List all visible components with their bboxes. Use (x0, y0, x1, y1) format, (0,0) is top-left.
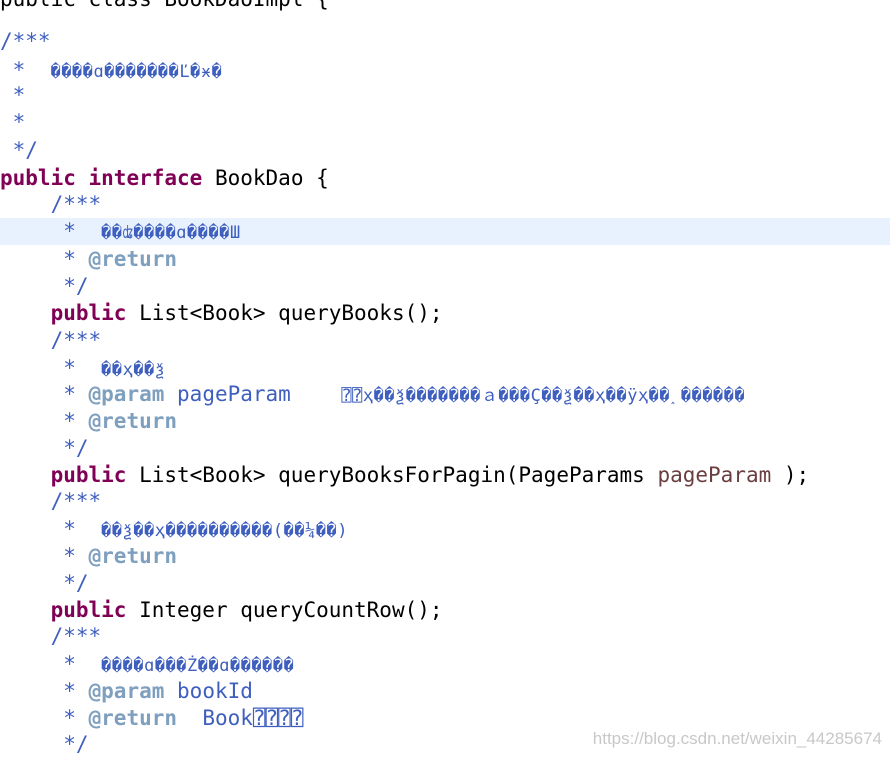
method-signature: List<Book> queryBooksForPagin(PageParams (139, 463, 658, 487)
javadoc-close: */ (0, 731, 890, 758)
method-signature: Integer queryCountRow(); (139, 598, 443, 622)
javadoc-param-line: * @param pageParam ⍰⍰ҳ��ѯ�������ａ���Ç��ѯ… (0, 381, 890, 408)
garbled-comment-text: ��ҳ��ѯ (101, 360, 166, 380)
javadoc-return-tag: @return (88, 247, 178, 271)
partial-line-text: public class BookDaoImpl { (0, 0, 329, 11)
garbled-comment-text: ⍰⍰ҳ��ѯ�������ａ���Ç��ѯ��ҳ��ÿҳ��˰������ (341, 386, 746, 406)
javadoc-prefix: * (0, 706, 89, 730)
javadoc-prefix: * (0, 247, 89, 271)
javadoc-return-line: * @return (0, 543, 890, 570)
javadoc-open: /*** (0, 28, 890, 55)
spacing (291, 382, 342, 406)
interface-name: BookDao (214, 166, 304, 190)
javadoc-open: /*** (0, 191, 890, 218)
javadoc-text: /*** (0, 489, 102, 513)
javadoc-text: */ (0, 571, 89, 595)
javadoc-text: /*** (0, 328, 102, 352)
javadoc-param-name: bookId (177, 679, 253, 703)
javadoc-open: /*** (0, 623, 890, 650)
keyword-public: public (50, 598, 127, 622)
javadoc-text: */ (0, 732, 89, 756)
method-declaration: public Integer queryCountRow(); (0, 597, 890, 624)
method-signature: List<Book> queryBooks(); (139, 301, 443, 325)
open-brace: { (316, 166, 329, 190)
javadoc-star-line: * (0, 82, 890, 109)
javadoc-return-desc: Book⍰⍰⍰⍰ (202, 706, 304, 730)
javadoc-return-line: * @return Book⍰⍰⍰⍰ (0, 705, 890, 732)
keyword-public: public (0, 166, 76, 190)
parameter-variable: pageParam (657, 463, 772, 487)
javadoc-close: */ (0, 137, 890, 164)
javadoc-prefix: * (0, 652, 102, 676)
javadoc-close: */ (0, 273, 890, 300)
spacing (177, 706, 202, 730)
javadoc-close: */ (0, 435, 890, 462)
method-declaration: public List<Book> queryBooks(); (0, 300, 890, 327)
garbled-comment-text: ����ɑ���Ż��ɑ������ (101, 656, 295, 676)
javadoc-garbled-line: * ����ɑ�������Ľ�ӿ� (0, 57, 890, 84)
javadoc-return-tag: @return (88, 409, 178, 433)
javadoc-open: /*** (0, 327, 890, 354)
javadoc-garbled-line: * ��ѯ��ҳ����������(��¼��) (0, 516, 890, 543)
javadoc-close: */ (0, 570, 890, 597)
javadoc-return-line: * @return (0, 408, 890, 435)
garbled-comment-text: ��ʥ����ɑ����Ш (101, 223, 241, 243)
javadoc-param-name: pageParam (177, 382, 291, 406)
method-signature-end: ); (771, 463, 810, 487)
javadoc-text: * (0, 83, 26, 107)
javadoc-garbled-line: * ��ҳ��ѯ (0, 355, 890, 382)
javadoc-prefix: * (0, 409, 89, 433)
javadoc-prefix: * (0, 679, 89, 703)
javadoc-prefix: * (0, 544, 89, 568)
javadoc-text: * (0, 110, 26, 134)
javadoc-return-line: * @return (0, 246, 890, 273)
javadoc-prefix: * (0, 356, 102, 380)
javadoc-param-line: * @param bookId (0, 678, 890, 705)
javadoc-text: */ (0, 436, 89, 460)
javadoc-prefix: * (0, 58, 51, 82)
javadoc-garbled-line: * ����ɑ���Ż��ɑ������ (0, 651, 890, 678)
keyword-public: public (50, 463, 127, 487)
javadoc-open: /*** (0, 488, 890, 515)
javadoc-text: /*** (0, 624, 102, 648)
keyword-public: public (50, 301, 127, 325)
method-declaration: public List<Book> queryBooksForPagin(Pag… (0, 462, 890, 489)
garbled-comment-text: ����ɑ�������Ľ�ӿ� (50, 62, 223, 82)
javadoc-star-line: * (0, 109, 890, 136)
code-line-partial: public class BookDaoImpl { (0, 0, 890, 13)
javadoc-text: */ (0, 138, 38, 162)
javadoc-prefix: * (0, 382, 89, 406)
current-line[interactable]: * ��ʥ����ɑ����Ш (0, 218, 890, 245)
javadoc-text: /*** (0, 29, 51, 53)
javadoc-text: */ (0, 274, 89, 298)
javadoc-text: /*** (0, 192, 102, 216)
garbled-comment-text: ��ѯ��ҳ����������(��¼��) (101, 521, 349, 541)
keyword-interface: interface (88, 166, 203, 190)
javadoc-prefix: * (0, 517, 102, 541)
javadoc-param-tag: @param (88, 382, 165, 406)
javadoc-return-tag: @return (88, 544, 178, 568)
javadoc-return-tag: @return (88, 706, 178, 730)
watermark: https://blog.csdn.net/weixin_44285674 (592, 729, 882, 748)
interface-declaration: public interface BookDao { (0, 165, 890, 192)
javadoc-prefix: * (0, 219, 102, 243)
javadoc-param-tag: @param (88, 679, 165, 703)
